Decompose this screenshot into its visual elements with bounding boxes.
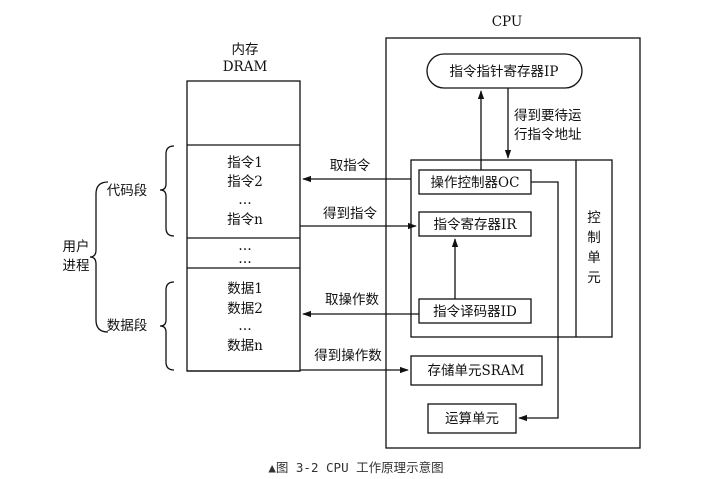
control-unit-block [410,159,613,338]
alu-box [427,403,517,434]
instruction-register-label: 指令寄存器IR [434,216,518,233]
fetch-instruction-label: 取指令 [330,158,371,174]
user-process-label: 用户 [63,238,90,255]
ip-register-box [426,53,583,89]
process-brace [89,181,109,333]
instruction-1: 指令1 [227,155,263,171]
code-segment-label: 代码段 [107,183,148,199]
instruction-2: 指令2 [227,174,263,190]
cpu-frame [385,37,641,449]
data-segment-label: 数据段 [107,318,148,334]
control-unit-label: 制 [587,230,601,246]
oc-to-alu-arrow [518,181,559,422]
gap-ellipsis: … [238,251,252,267]
user-process-label: 进程 [63,258,90,274]
memory-subtitle: DRAM [223,59,268,75]
instruction-ellipsis: … [238,192,252,208]
storage-unit-label: 存储单元SRAM [428,363,525,379]
instruction-decoder-box [418,298,532,324]
control-unit-label: 控 [587,210,601,226]
alu-label: 运算单元 [445,411,499,427]
got-instruction-label: 得到指令 [323,205,377,222]
operation-controller-label: 操作控制器OC [431,175,520,191]
data-1: 数据1 [227,281,263,297]
cpu-title: CPU [492,14,523,30]
instruction-decoder-label: 指令译码器ID [433,304,517,320]
data-n: 数据n [227,338,263,354]
next-address-label: 得到要待运 [514,107,582,124]
control-unit-label: 单 [587,250,601,266]
data-2: 数据2 [227,301,263,317]
control-unit-label: 元 [587,270,601,286]
storage-unit-box [410,355,543,386]
memory-title: 内存 [232,42,259,58]
data-ellipsis: … [238,318,252,334]
ip-register-label: 指令指针寄存器IP [450,63,559,80]
gap-ellipsis: … [238,238,252,254]
instruction-n: 指令n [227,212,263,228]
figure-caption: ▲图 3-2 CPU 工作原理示意图 [268,460,443,475]
data-segment-brace [159,281,175,371]
code-segment-brace [159,145,175,237]
got-operand-label: 得到操作数 [314,347,382,364]
instruction-register-box [418,211,532,237]
fetch-operand-label: 取操作数 [325,292,379,308]
next-address-label: 行指令地址 [514,127,582,143]
